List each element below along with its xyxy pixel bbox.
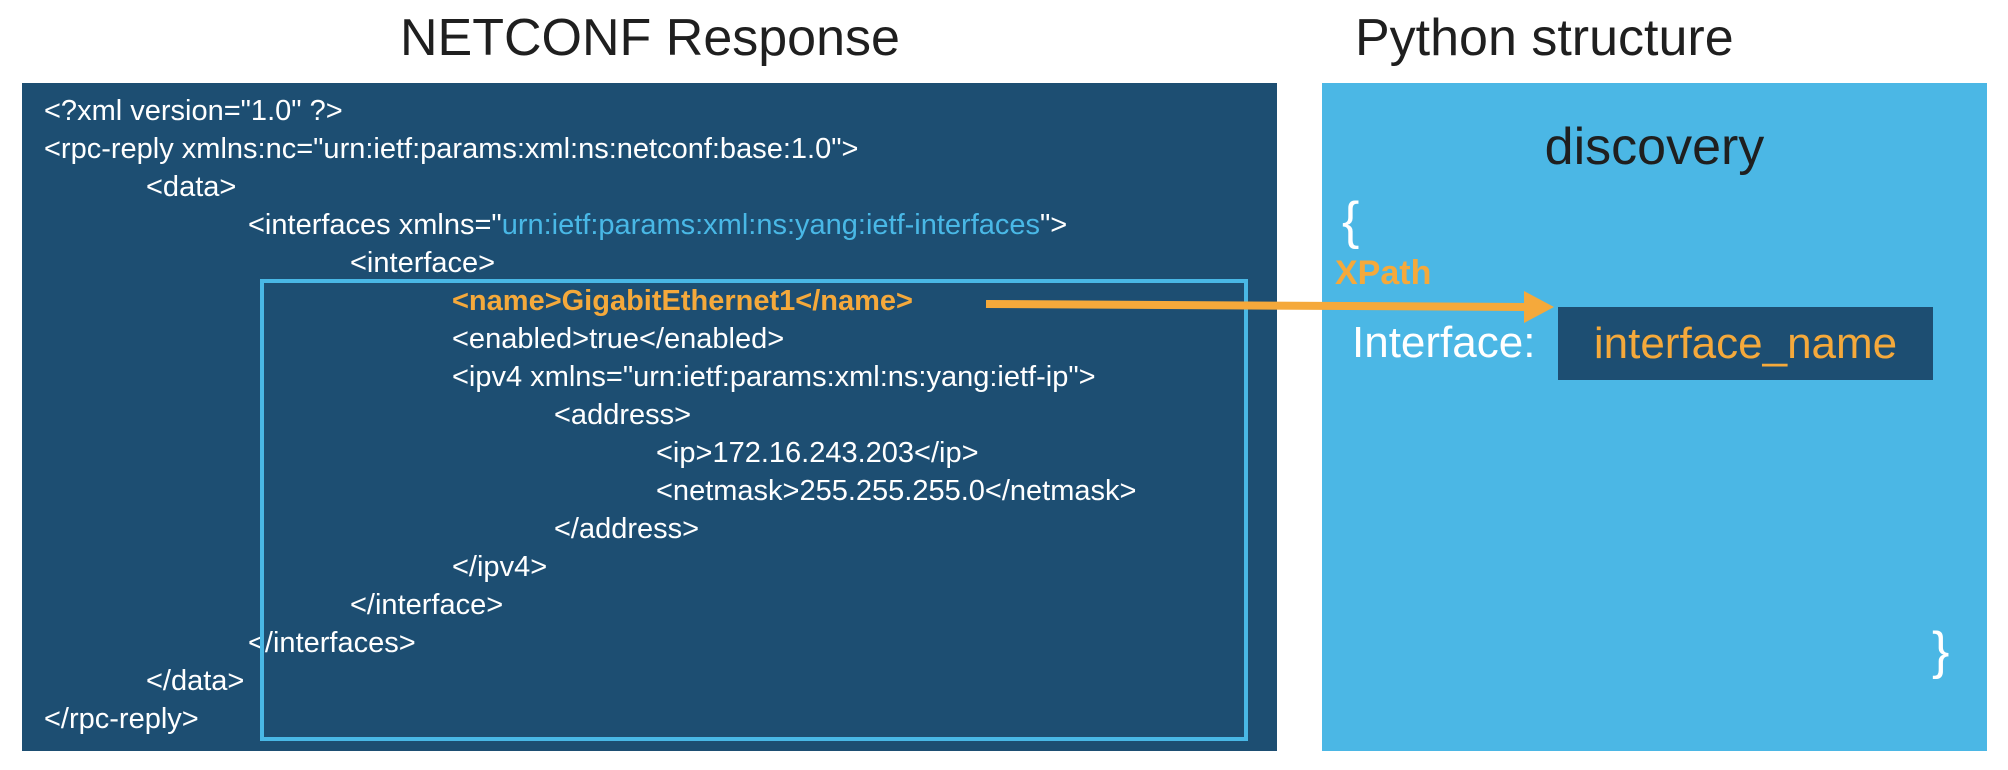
xml-line: </ipv4> [452,551,548,583]
discovery-title: discovery [1544,118,1765,176]
interface-value-box: interface_name [1558,307,1933,380]
xpath-label: XPath [1335,254,1432,292]
xml-interfaces-namespace: urn:ietf:params:xml:ns:yang:ietf-interfa… [501,209,1041,241]
xml-line: <rpc-reply xmlns:nc="urn:ietf:params:xml… [44,133,859,165]
xml-line: </data> [146,665,245,697]
xpath-arrow-line [985,300,1531,311]
netconf-response-heading: NETCONF Response [400,9,900,67]
xml-line: </interface> [350,589,504,621]
xpath-arrow-head [1524,291,1554,323]
xml-line: <netmask>255.255.255.0</netmask> [656,475,1137,507]
xml-line: </rpc-reply> [44,703,199,735]
xml-interfaces-close-quote: "> [1040,209,1068,241]
xml-response-panel: <?xml version="1.0" ?> <rpc-reply xmlns:… [22,83,1277,751]
interface-key-label: Interface: [1352,318,1536,367]
xml-interfaces-open: <interfaces xmlns=" [248,209,502,241]
python-structure-panel: discovery { } [1322,83,1987,751]
xml-line: <interface> [350,247,496,279]
xml-line: <data> [146,171,237,203]
interfaces-highlight-box [260,279,1248,741]
interface-value-text: interface_name [1593,318,1898,368]
xml-line: <ip>172.16.243.203</ip> [656,437,979,469]
xml-name-line-highlight: <name>GigabitEthernet1</name> [452,285,913,317]
xml-line: <ipv4 xmlns="urn:ietf:params:xml:ns:yang… [452,361,1096,393]
python-structure-heading: Python structure [1355,9,1734,67]
xml-line: <interfaces xmlns="urn:ietf:params:xml:n… [248,206,1067,244]
xml-line: <address> [554,399,692,431]
xml-line: <enabled>true</enabled> [452,323,785,355]
xml-line: <?xml version="1.0" ?> [44,95,343,127]
xml-line: </interfaces> [248,627,416,659]
close-brace: } [1932,622,1950,680]
xml-line: </address> [554,513,700,545]
open-brace: { [1342,192,1360,250]
